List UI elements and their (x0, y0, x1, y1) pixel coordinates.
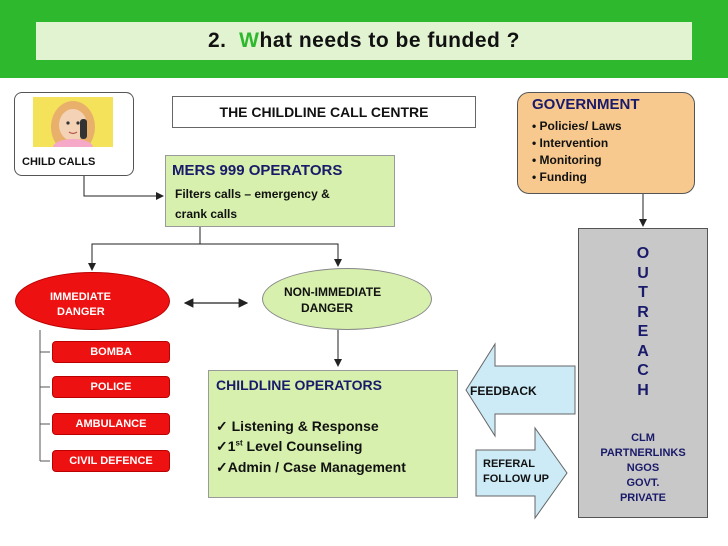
feedback-arrow-shape (465, 342, 576, 438)
title-banner-inner (36, 22, 692, 60)
child-calls-label: CHILD CALLS (22, 156, 96, 168)
outreach-letters: O U T R E A C H (578, 244, 708, 400)
child-on-phone-icon (51, 101, 95, 147)
service-police: POLICE (52, 376, 170, 398)
mers-desc-line1: Filters calls – emergency & (175, 187, 330, 201)
outreach-partner: NGOS (626, 462, 660, 474)
outreach-box (578, 228, 708, 518)
service-bomba: BOMBA (52, 341, 170, 363)
service-ambulance: AMBULANCE (52, 413, 170, 435)
service-civil-defence: CIVIL DEFENCE (52, 450, 170, 472)
feedback-label: FEEDBACK (470, 384, 537, 398)
operator-item-counseling: ✓1st Level Counseling (216, 438, 363, 454)
arrow-mers-to-nonimmediate (200, 243, 342, 267)
government-list: • Policies/ Laws • Intervention • Monito… (532, 118, 622, 186)
outreach-letter: H (637, 381, 649, 399)
outreach-letter: U (637, 264, 649, 282)
non-immediate-danger-label: NON-IMMEDIATE DANGER (284, 285, 382, 315)
operator-item-listening: ✓ Listening & Response (216, 418, 379, 434)
arrow-mers-split (88, 227, 201, 271)
outreach-partner: GOVT. (626, 477, 660, 489)
government-item: • Policies/ Laws (532, 119, 622, 133)
outreach-letter: O (636, 245, 650, 262)
mers-title: MERS 999 OPERATORS (172, 162, 343, 179)
operator-item-admin: ✓Admin / Case Management (216, 459, 406, 475)
childline-operators-box (208, 370, 458, 498)
mers-box (165, 155, 395, 227)
government-item: • Intervention (532, 136, 609, 150)
government-item: • Funding (532, 170, 587, 184)
outreach-letter: C (637, 362, 649, 379)
mers-desc-line2: crank calls (175, 207, 238, 221)
check-icon: ✓ (216, 459, 228, 475)
government-title: GOVERNMENT (532, 96, 640, 113)
outreach-partners: CLM PARTNERLINKS NGOS GOVT. PRIVATE (578, 431, 708, 506)
outreach-partner: PARTNERLINKS (600, 447, 686, 459)
government-item: • Monitoring (532, 153, 602, 167)
title-first-letter: W (239, 29, 260, 52)
check-icon: ✓ (216, 438, 228, 454)
government-box (517, 92, 695, 194)
child-photo (33, 97, 113, 147)
check-icon: ✓ (216, 418, 228, 434)
call-centre-title: THE CHILDLINE CALL CENTRE (172, 96, 476, 128)
title-rest: hat needs to be funded ? (259, 29, 521, 52)
arrow-child-to-mers (83, 176, 164, 200)
title-number: 2. (207, 29, 227, 52)
childline-operators-title: CHILDLINE OPERATORS (216, 377, 382, 393)
referal-label: REFERAL FOLLOW UP (483, 458, 549, 485)
outreach-partner: PRIVATE (619, 492, 667, 504)
referal-arrow-shape (475, 426, 568, 520)
outreach-letter: R (637, 303, 649, 321)
non-immediate-danger-node (262, 268, 432, 330)
outreach-partner: CLM (631, 432, 655, 444)
immediate-danger-label: IMMEDIATE DANGER (50, 291, 111, 318)
immediate-danger-node (15, 272, 170, 330)
outreach-letter: A (637, 342, 649, 360)
outreach-letter: E (637, 323, 649, 340)
outreach-letter: T (638, 284, 648, 301)
